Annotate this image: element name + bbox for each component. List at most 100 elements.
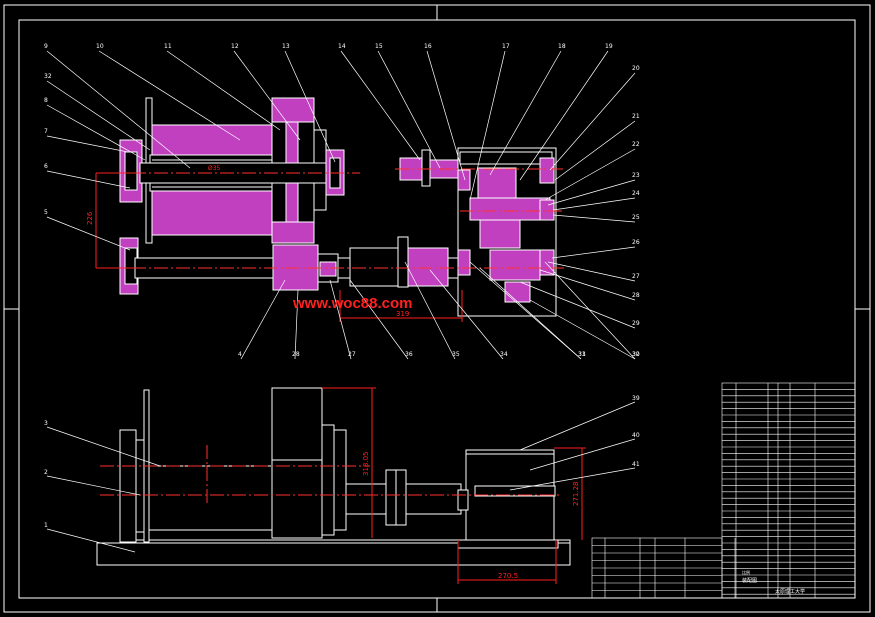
parts-list-table: [721, 382, 856, 599]
leader-line: [554, 120, 636, 181]
top-view-leaders: [46, 50, 636, 360]
part-number-label: 2: [44, 469, 48, 476]
part-number-label: 13: [282, 43, 290, 50]
leader-line: [46, 528, 136, 553]
part-number-label: 22: [632, 141, 640, 148]
leader-line: [552, 197, 636, 211]
leader-line: [349, 279, 409, 360]
leader-line: [46, 475, 141, 496]
part-number-label: 4: [238, 351, 242, 358]
leader-line: [509, 467, 636, 491]
title-block: [591, 537, 736, 599]
leader-line: [544, 261, 636, 360]
title-block-scale: 比例: [742, 569, 750, 575]
front-view-leaders: [46, 401, 636, 553]
leader-line: [551, 246, 636, 259]
leader-line: [404, 261, 456, 360]
part-number-label: 17: [502, 43, 510, 50]
leader-line: [549, 72, 636, 171]
part-number-label: 39: [632, 395, 640, 402]
centerlines-top: [110, 168, 565, 269]
part-number-label: 6: [44, 163, 48, 170]
leader-line: [539, 269, 636, 301]
dim-270: 270.5: [498, 572, 518, 580]
leader-line: [46, 135, 129, 153]
part-number-label: 32: [44, 73, 52, 80]
part-number-label: 14: [338, 43, 346, 50]
part-number-label: 23: [632, 172, 640, 179]
part-number-label: 5: [44, 209, 48, 216]
leader-line: [552, 214, 636, 223]
leader-line: [377, 50, 441, 169]
leader-line: [519, 281, 636, 329]
leader-line: [233, 50, 301, 141]
part-number-label: 40: [632, 432, 640, 439]
part-number-label: 28: [632, 292, 640, 299]
part-number-label: 7: [44, 128, 48, 135]
leader-line: [489, 50, 562, 176]
part-number-label: 19: [605, 43, 613, 50]
title-block-drawing-name: 装配图: [742, 577, 757, 584]
centerlines-front: [100, 445, 560, 505]
coupling-front: [345, 469, 462, 526]
part-number-label: 21: [632, 113, 640, 120]
leader-line: [46, 170, 131, 189]
reducer-top: [457, 147, 557, 317]
left-bearing-housings: [119, 139, 143, 295]
part-number-label: 18: [558, 43, 566, 50]
leader-line: [519, 50, 609, 181]
leader-line: [469, 261, 582, 360]
part-number-label: 15: [375, 43, 383, 50]
dimensions-front: [322, 387, 586, 584]
upper-coupling: [399, 149, 459, 187]
dimensions-top: [95, 172, 463, 322]
leader-line: [547, 179, 636, 206]
part-number-label: 28: [292, 351, 300, 358]
part-number-label: 30: [632, 351, 640, 358]
leader-line: [544, 148, 636, 201]
part-number-label: 27: [632, 273, 640, 280]
leader-line: [166, 50, 281, 131]
dim-319: 319: [396, 310, 409, 318]
sheet-border: [3, 4, 871, 613]
leader-line: [284, 50, 336, 163]
leader-line: [469, 50, 506, 201]
dim-271: 271.28: [572, 482, 580, 507]
title-block-school: 太原理工大学: [775, 588, 805, 595]
watermark-text: www.woc88.com: [292, 295, 412, 312]
leader-line: [46, 80, 151, 151]
part-number-label: 25: [632, 214, 640, 221]
part-number-label: 11: [164, 43, 172, 50]
part-number-label: 36: [405, 351, 413, 358]
part-number-label: 32: [632, 351, 640, 358]
part-number-label: 9: [44, 43, 48, 50]
part-number-label: 12: [231, 43, 239, 50]
part-number-label: 35: [452, 351, 460, 358]
leader-line: [519, 401, 636, 451]
part-number-label: 29: [632, 320, 640, 327]
dim-shaft-dia: Ø35: [208, 165, 221, 172]
leader-line: [529, 299, 636, 360]
part-number-label: 10: [96, 43, 104, 50]
leader-line: [46, 50, 191, 169]
part-number-label: 3: [44, 420, 48, 427]
leader-line: [46, 216, 131, 251]
part-number-label: 1: [44, 522, 48, 529]
leader-line: [547, 261, 636, 282]
leader-line: [98, 50, 241, 141]
part-number-label: 24: [632, 190, 640, 197]
part-number-label: 34: [500, 351, 508, 358]
leader-line: [294, 289, 299, 360]
leader-line: [340, 50, 421, 161]
leader-line: [529, 438, 636, 471]
part-number-label: 26: [632, 239, 640, 246]
part-number-label: 20: [632, 65, 640, 72]
part-number-label: 27: [348, 351, 356, 358]
part-number-label: 31: [578, 351, 586, 358]
dim-318: 318.05: [362, 452, 370, 477]
